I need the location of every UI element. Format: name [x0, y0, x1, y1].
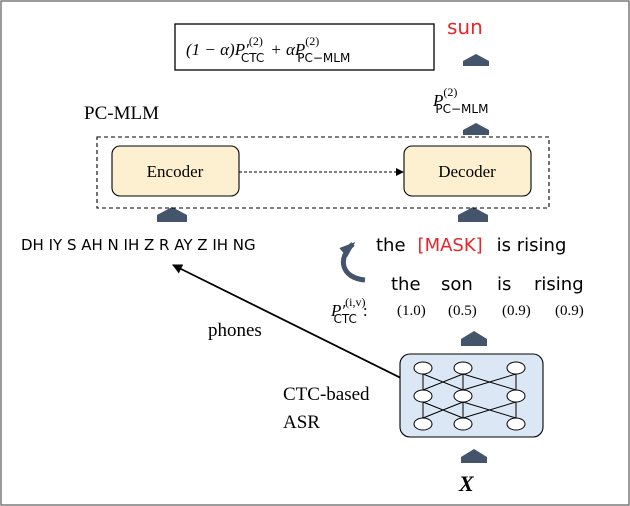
decoder-label: Decoder [438, 162, 496, 181]
asr-hypothesis: the son is rising [391, 274, 584, 295]
up-arrow-icon [458, 207, 488, 222]
asr-word: the [391, 274, 421, 295]
decoder-block [403, 145, 532, 197]
phones-arrow [172, 264, 414, 385]
network-node [413, 361, 433, 375]
pc-mlm-probability: P(2)PC−MLM [432, 85, 488, 116]
network-node [453, 389, 473, 403]
ctc-value: (0.9) [502, 303, 531, 319]
asr-word: is [497, 274, 511, 295]
network-edge [462, 401, 517, 419]
up-arrow-icon [461, 331, 487, 346]
input-x-label: X [458, 471, 475, 496]
pc-mlm-label: PC-MLM [84, 103, 159, 124]
asr-label-line2: ASR [283, 412, 320, 433]
mask-curved-arrow-icon [339, 242, 366, 283]
arrows [157, 54, 489, 463]
asr-word: son [441, 274, 473, 295]
network-node [506, 361, 526, 375]
formula-box [174, 23, 435, 71]
pc-mlm-container [96, 136, 550, 209]
up-arrow-icon [157, 207, 187, 222]
asr-label-line1: CTC-based [283, 384, 370, 405]
network-node [413, 417, 433, 431]
ctc-value: (1.0) [397, 303, 426, 319]
network-edge [422, 373, 464, 391]
network-node [413, 389, 433, 403]
ctc-value: (0.9) [555, 303, 584, 319]
network-edge [462, 373, 517, 391]
network-node [453, 417, 473, 431]
up-arrow-icon [463, 54, 489, 66]
phoneme-sequence: DH IY S AH N IH Z R AY Z IH NG [21, 236, 256, 254]
up-arrow-icon [461, 449, 487, 463]
phones-label: phones [208, 320, 262, 341]
network-node [506, 389, 526, 403]
masked-sentence: the[MASK]is rising [376, 235, 566, 256]
network-node [453, 361, 473, 375]
network-edge [422, 401, 464, 419]
asr-word: rising [534, 274, 584, 295]
encoder-block [111, 145, 240, 197]
neural-network-icon [413, 361, 526, 431]
network-node [506, 417, 526, 431]
combined-score-formula: (1 − α)P′(2)CTC+ αP(2)PC−MLM [186, 34, 350, 65]
up-arrow-icon [463, 123, 489, 135]
ctc-probability-label: P′(i,v)CTC: [330, 295, 368, 326]
ctc-value: (0.5) [448, 303, 477, 319]
encoder-label: Encoder [147, 162, 204, 181]
ctc-probability-values: (1.0) (0.5) (0.9) (0.9) [397, 303, 584, 319]
output-word: sun [447, 15, 483, 39]
